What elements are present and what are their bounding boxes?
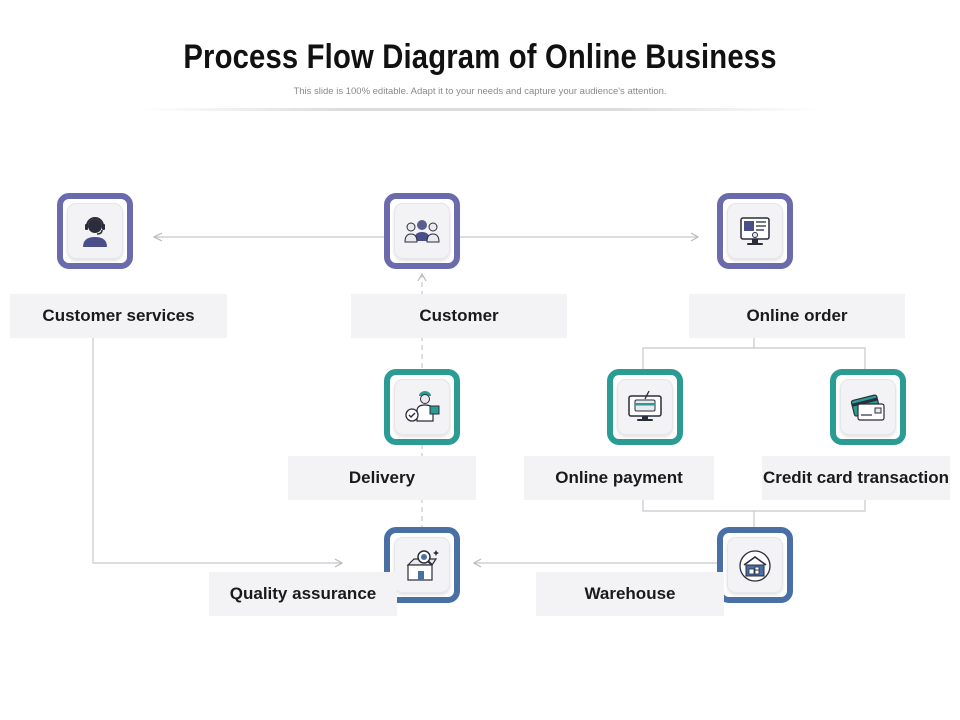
quality-assurance-icon-frame [384,527,460,603]
online-payment-label: Online payment [524,456,714,500]
online-order-monitor-icon [740,217,770,245]
inspection-box-icon [406,550,439,581]
credit-card-label: Credit card transaction [762,456,950,500]
delivery-person-icon [405,391,440,422]
order-split-line [642,347,866,372]
customer-services-to-qa-line [92,337,344,568]
title-divider [140,108,820,111]
credit-cards-icon [850,394,885,421]
online-order-icon-frame [717,193,793,269]
online-payment-icon-frame [607,369,683,445]
delivery-label: Delivery [288,456,476,500]
customer-services-label: Customer services [10,294,227,338]
delivery-icon-frame [384,369,460,445]
payment-merge-line [642,500,866,512]
online-order-label: Online order [689,294,905,338]
customer-group-icon [404,220,440,243]
credit-card-icon-frame [830,369,906,445]
customer-icon-frame [384,193,460,269]
warehouse-label: Warehouse [536,572,724,616]
warehouse-icon-frame [717,527,793,603]
page-subtitle: This slide is 100% editable. Adapt it to… [293,86,667,97]
headset-agent-icon [83,217,107,247]
quality-assurance-label: Quality assurance [209,572,397,616]
customer-services-icon-frame [57,193,133,269]
page-title: Process Flow Diagram of Online Business [183,38,777,76]
payment-monitor-icon [628,390,662,421]
warehouse-icon [739,550,771,582]
customer-label: Customer [351,294,567,338]
